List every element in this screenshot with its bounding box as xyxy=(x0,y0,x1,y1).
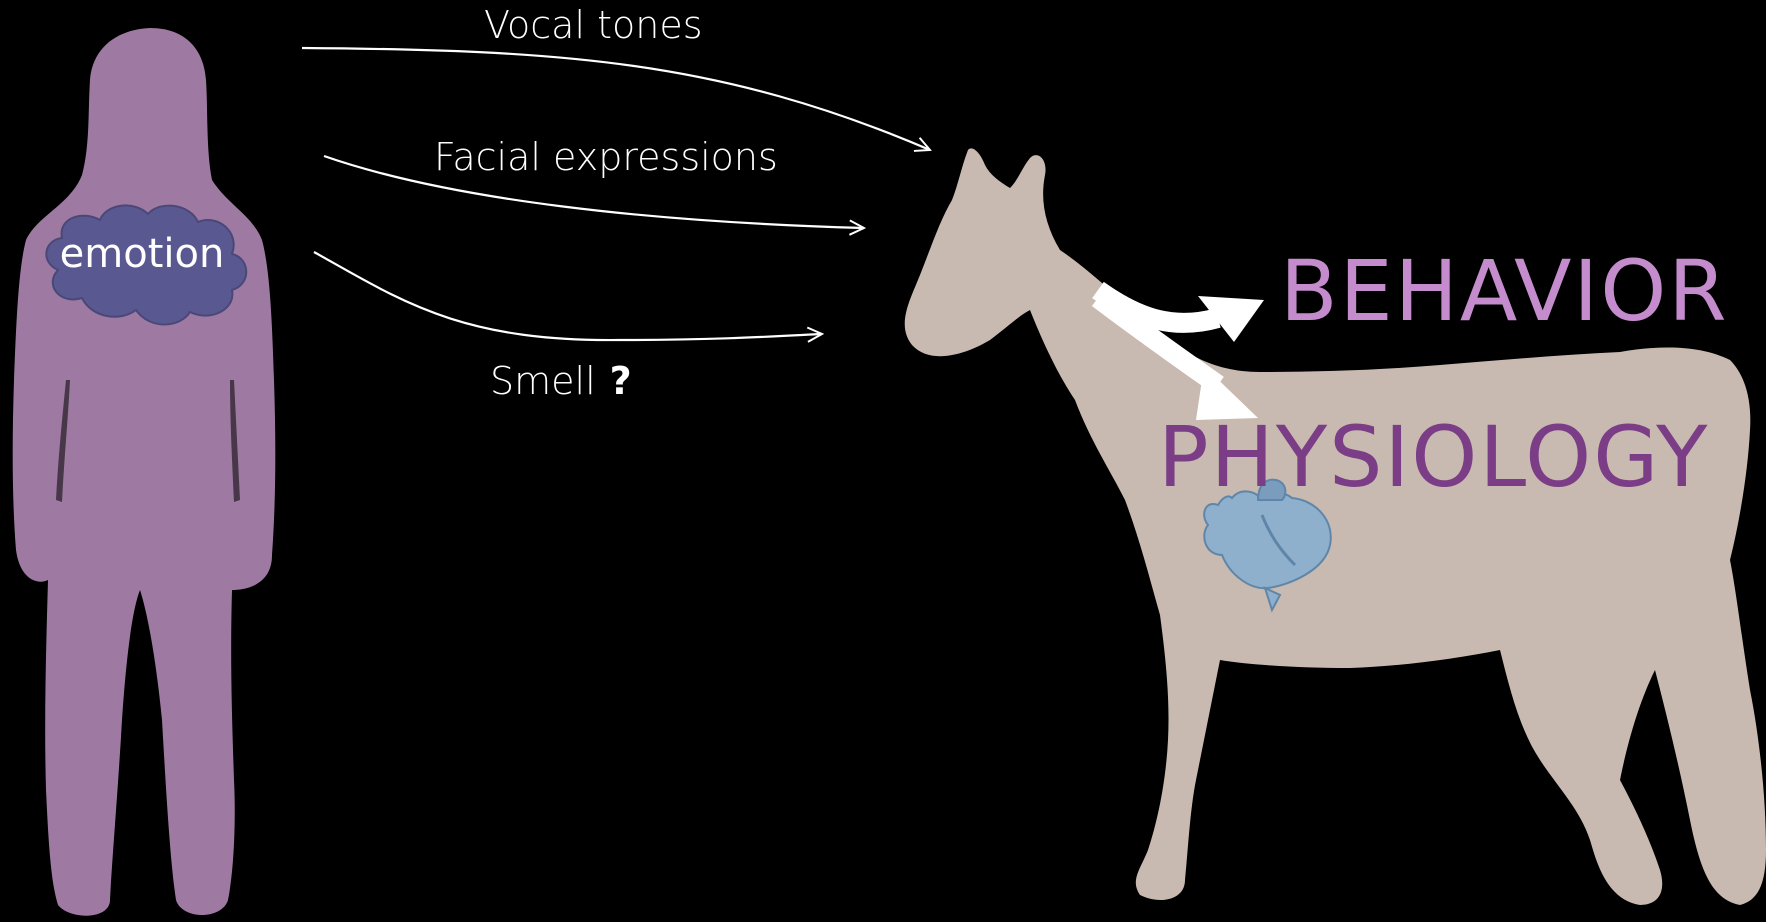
vocal-tones-label: Vocal tones xyxy=(484,3,703,47)
smell-question-mark: ? xyxy=(610,359,632,403)
smell-label: Smell? xyxy=(490,359,632,403)
behavior-label: BEHAVIOR xyxy=(1280,242,1729,340)
physiology-label: PHYSIOLOGY xyxy=(1158,408,1709,506)
smell-arrow xyxy=(314,252,822,340)
facial-expressions-label: Facial expressions xyxy=(434,135,778,179)
smell-text: Smell xyxy=(490,359,596,403)
emotion-label: emotion xyxy=(60,231,225,277)
person-silhouette-icon xyxy=(13,28,276,916)
